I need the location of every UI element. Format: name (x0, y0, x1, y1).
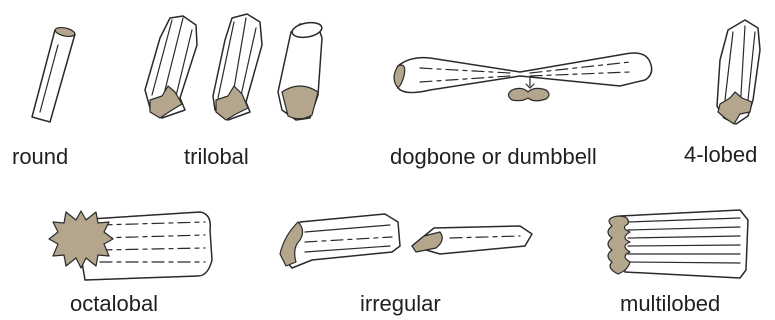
label-trilobal: trilobal (184, 146, 249, 168)
label-round: round (12, 146, 68, 168)
dogbone-fiber (394, 53, 652, 101)
label-irregular: irregular (360, 293, 441, 315)
trilobal-fiber-1 (145, 16, 197, 118)
trilobal-fiber-2 (213, 14, 262, 120)
label-four-lobed: 4-lobed (684, 144, 757, 166)
multilobed-fiber (608, 210, 748, 278)
label-dogbone: dogbone or dumbbell (390, 146, 597, 168)
round-fiber (32, 26, 76, 122)
irregular-fiber-2 (412, 226, 532, 254)
label-octalobal: octalobal (70, 293, 158, 315)
octalobal-fiber (49, 211, 212, 280)
irregular-fiber-1 (280, 214, 400, 268)
label-multilobed: multilobed (620, 293, 720, 315)
trilobal-fiber-3 (278, 21, 323, 120)
four-lobed-fiber (717, 20, 760, 124)
